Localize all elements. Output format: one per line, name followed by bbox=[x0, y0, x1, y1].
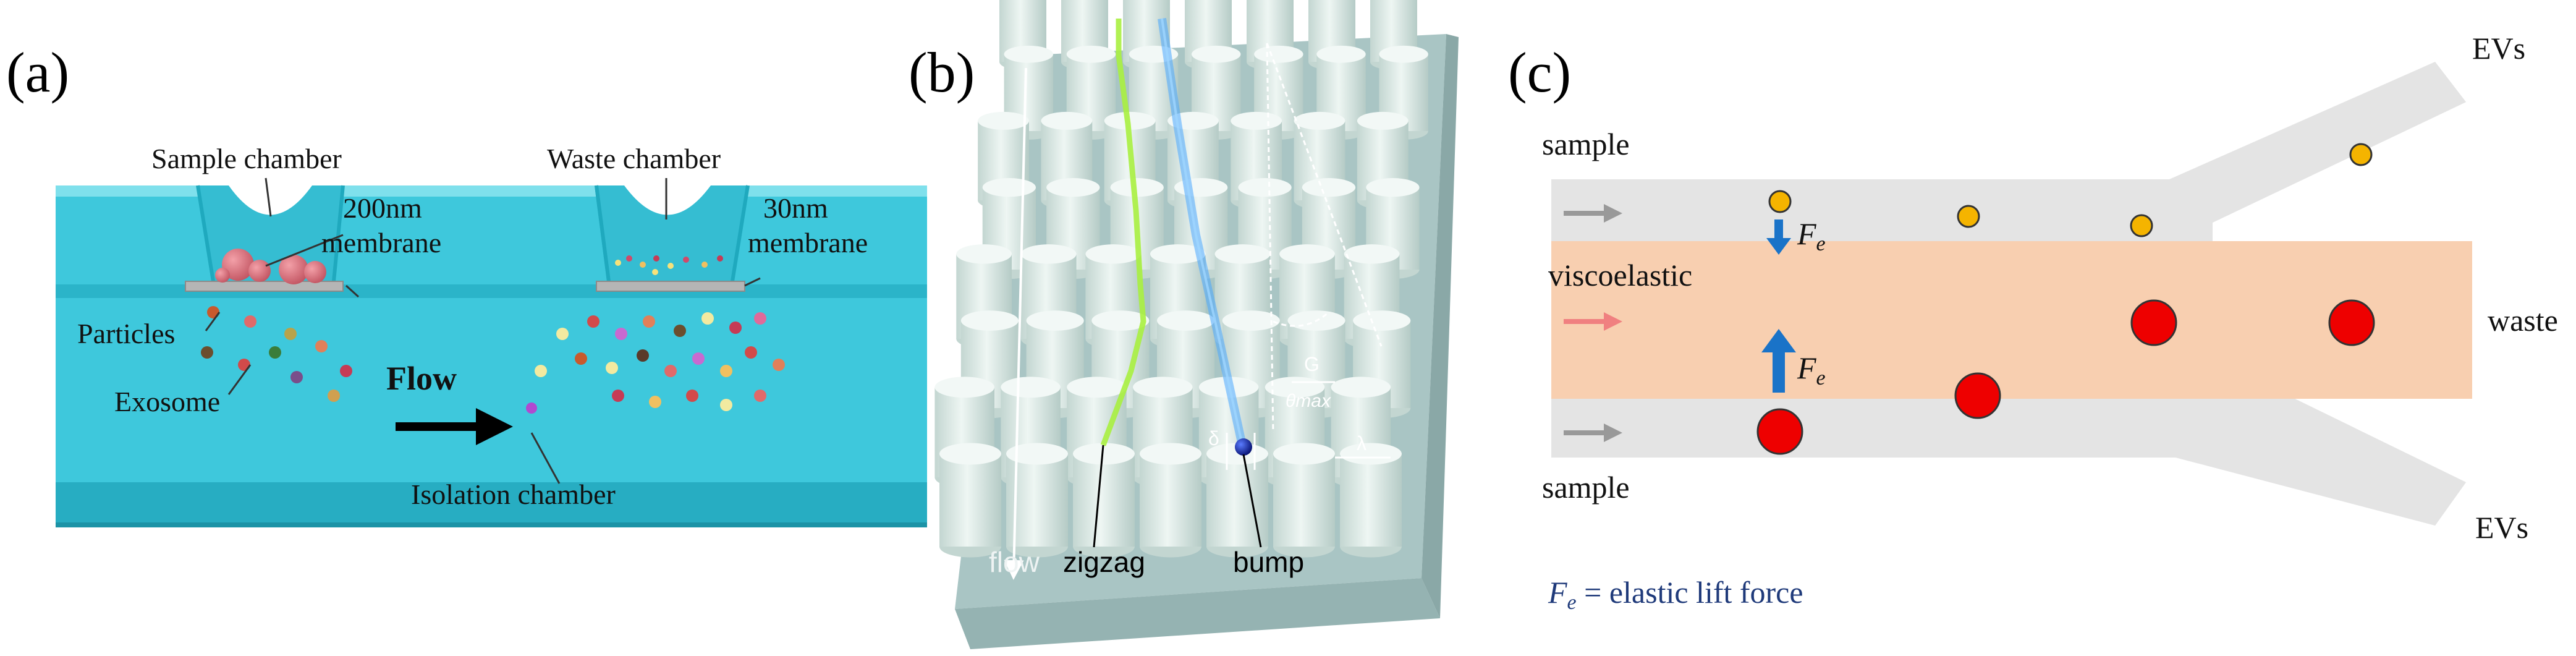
panel-b-letter: (b) bbox=[909, 41, 975, 104]
membrane-30nm-word-label: membrane bbox=[748, 227, 868, 258]
panel-c: (c) bbox=[1508, 31, 2558, 614]
small-ev-particles bbox=[1768, 143, 2373, 237]
waste-label: waste bbox=[2488, 303, 2558, 338]
panel-c-letter: (c) bbox=[1508, 41, 1571, 104]
panel-a-letter: (a) bbox=[6, 41, 69, 104]
panel-b: (b) θmax G δ λ bbox=[909, 0, 1459, 649]
pillar bbox=[939, 443, 1001, 558]
force-legend-text: = elastic lift force bbox=[1577, 575, 1803, 610]
dimension-indicators bbox=[1226, 381, 1391, 470]
waste-chamber-label: Waste chamber bbox=[547, 143, 721, 174]
particles-label: Particles bbox=[77, 318, 175, 349]
flow-arrow bbox=[396, 408, 513, 445]
pillar bbox=[1140, 443, 1201, 558]
bump-bead bbox=[1235, 438, 1252, 456]
panel-a-leader-lines bbox=[205, 177, 761, 484]
sample-top-label: sample bbox=[1542, 127, 1630, 161]
isolation-channel bbox=[56, 185, 649, 527]
waste-chamber-dots bbox=[615, 255, 723, 275]
flow-label: Flow bbox=[386, 360, 457, 397]
sample-bottom-label: sample bbox=[1542, 470, 1630, 505]
force-label-top-symbol: F bbox=[1797, 216, 1816, 251]
membrane-200nm bbox=[185, 281, 344, 292]
theta-max-indicator bbox=[1266, 43, 1383, 433]
delta-label: δ bbox=[1208, 427, 1219, 449]
force-label-bottom: Fe bbox=[1797, 351, 1826, 390]
membrane-200nm-word-label: membrane bbox=[321, 227, 441, 258]
flow-label-b: flow bbox=[989, 546, 1040, 578]
membrane-30nm-size-label: 30nm bbox=[763, 192, 828, 224]
flow-direction-arrow bbox=[1004, 67, 1027, 580]
large-particles bbox=[215, 249, 326, 284]
force-legend-subscript: e bbox=[1567, 591, 1577, 614]
viscoelastic-label: viscoelastic bbox=[1548, 258, 1692, 292]
force-legend-symbol: F bbox=[1548, 575, 1567, 610]
bump-label: bump bbox=[1233, 546, 1304, 578]
force-label-top: Fe bbox=[1797, 216, 1826, 255]
elastic-force-arrows bbox=[1761, 219, 1796, 393]
force-label-bottom-symbol: F bbox=[1797, 351, 1816, 385]
force-label-bottom-subscript: e bbox=[1816, 367, 1826, 390]
panel-a: (a) bbox=[6, 41, 927, 527]
evs-top-label: EVs bbox=[2472, 31, 2525, 66]
force-label-top-subscript: e bbox=[1816, 232, 1826, 255]
pillar bbox=[1073, 443, 1135, 558]
membrane-200nm-size-label: 200nm bbox=[343, 192, 422, 224]
inlet-arrows bbox=[1564, 204, 1622, 442]
membrane-30nm bbox=[596, 281, 745, 292]
exosome-label: Exosome bbox=[114, 386, 220, 417]
theta-max-label: θmax bbox=[1286, 391, 1331, 411]
gap-label: G bbox=[1304, 353, 1320, 375]
sample-chamber-label: Sample chamber bbox=[151, 143, 342, 174]
lambda-label: λ bbox=[1357, 432, 1366, 454]
force-legend: Fe = elastic lift force bbox=[1548, 575, 1803, 614]
evs-bottom-label: EVs bbox=[2475, 510, 2528, 545]
zigzag-path bbox=[1100, 19, 1146, 446]
zigzag-label: zigzag bbox=[1063, 546, 1145, 578]
panel-b-leader-lines bbox=[1093, 445, 1262, 548]
isolation-chamber-label: Isolation chamber bbox=[411, 479, 616, 510]
large-waste-particles bbox=[1756, 299, 2375, 455]
pillar bbox=[1273, 443, 1335, 558]
pillar bbox=[1340, 443, 1402, 558]
pillar-array bbox=[934, 0, 1428, 558]
